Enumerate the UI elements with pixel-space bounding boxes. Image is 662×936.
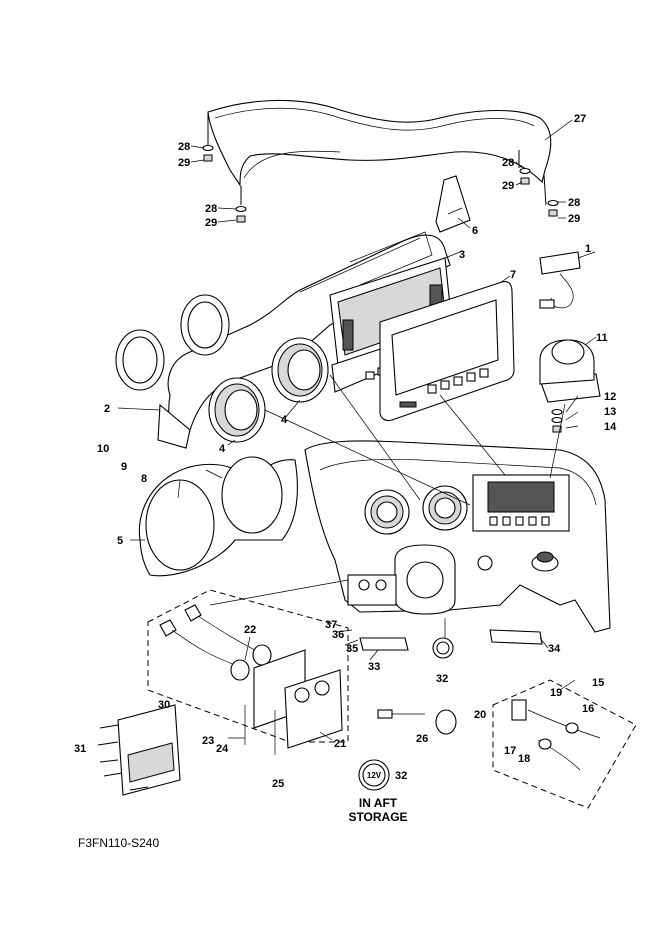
callout-1: 1 — [585, 243, 591, 255]
callout-33: 33 — [368, 661, 380, 673]
callout-12: 12 — [604, 391, 616, 403]
callout-31: 31 — [74, 743, 86, 755]
callout-29d: 29 — [568, 213, 580, 225]
storage-note-line-1: IN AFT — [359, 796, 398, 810]
lower-trim-strip-part — [359, 629, 543, 651]
callout-10: 10 — [97, 443, 109, 455]
callout-14: 14 — [604, 421, 617, 433]
socket-harness-part — [377, 709, 457, 735]
callout-16: 16 — [582, 703, 594, 715]
socket-badge-label: 12V — [367, 771, 382, 780]
wiring-harness-kit-group — [492, 679, 637, 809]
callout-23: 23 — [202, 735, 214, 747]
callout-3: 3 — [459, 249, 465, 261]
callout-2: 2 — [104, 403, 110, 415]
callout-4a: 4 — [281, 414, 288, 426]
power-socket-part: 12V — [358, 637, 454, 791]
callout-32b: 32 — [395, 770, 407, 782]
callout-22: 22 — [244, 624, 256, 636]
callout-4b: 4 — [219, 443, 226, 455]
callout-28a: 28 — [178, 141, 190, 153]
callout-29c: 29 — [502, 180, 514, 192]
callout-9: 9 — [121, 461, 127, 473]
control-module-part — [539, 251, 581, 309]
callout-28b: 28 — [205, 203, 217, 215]
control-knob-part — [539, 339, 601, 433]
gauge-part — [208, 337, 329, 443]
callout-25: 25 — [272, 778, 284, 790]
figure-code: F3FN110-S240 — [78, 836, 159, 850]
callout-34: 34 — [548, 643, 561, 655]
callout-35: 35 — [346, 643, 358, 655]
callout-13: 13 — [604, 406, 616, 418]
gauge-bezel-ring-part — [115, 294, 230, 391]
bracket-part — [435, 175, 471, 233]
callout-18: 18 — [518, 753, 530, 765]
callout-15: 15 — [592, 677, 604, 689]
leader-lines — [117, 119, 597, 755]
callout-6: 6 — [472, 225, 478, 237]
callout-29a: 29 — [178, 157, 190, 169]
storage-note-line-2: STORAGE — [348, 810, 407, 824]
display-screen-part — [379, 281, 515, 422]
callout-21: 21 — [334, 738, 346, 750]
callout-36: 36 — [332, 629, 344, 641]
callout-24: 24 — [216, 743, 229, 755]
storage-note: IN AFT STORAGE — [348, 796, 407, 824]
callout-28c: 28 — [502, 157, 514, 169]
callout-32a: 32 — [436, 673, 448, 685]
washer-nut-hardware — [202, 144, 559, 223]
callout-26: 26 — [416, 733, 428, 745]
callout-11: 11 — [596, 332, 608, 344]
callout-29b: 29 — [205, 217, 217, 229]
dashboard-assembly — [304, 440, 611, 633]
callout-37: 37 — [325, 619, 337, 631]
callout-7: 7 — [510, 269, 516, 281]
cluster-trim-plate-part — [138, 456, 298, 577]
callout-17: 17 — [504, 745, 516, 757]
callout-5: 5 — [117, 535, 123, 547]
accessory-switch-kit-group — [147, 589, 349, 749]
mounting-bracket-part — [97, 704, 181, 796]
callout-28d: 28 — [568, 197, 580, 209]
console-top-trim-part — [207, 99, 552, 206]
callout-8: 8 — [141, 473, 147, 485]
callout-30: 30 — [158, 699, 170, 711]
part-number-callouts: 1 2 3 4 4 5 6 7 8 9 10 11 12 13 14 15 16… — [74, 113, 617, 790]
callout-19: 19 — [550, 687, 562, 699]
callout-20: 20 — [474, 709, 486, 721]
callout-27: 27 — [574, 113, 586, 125]
